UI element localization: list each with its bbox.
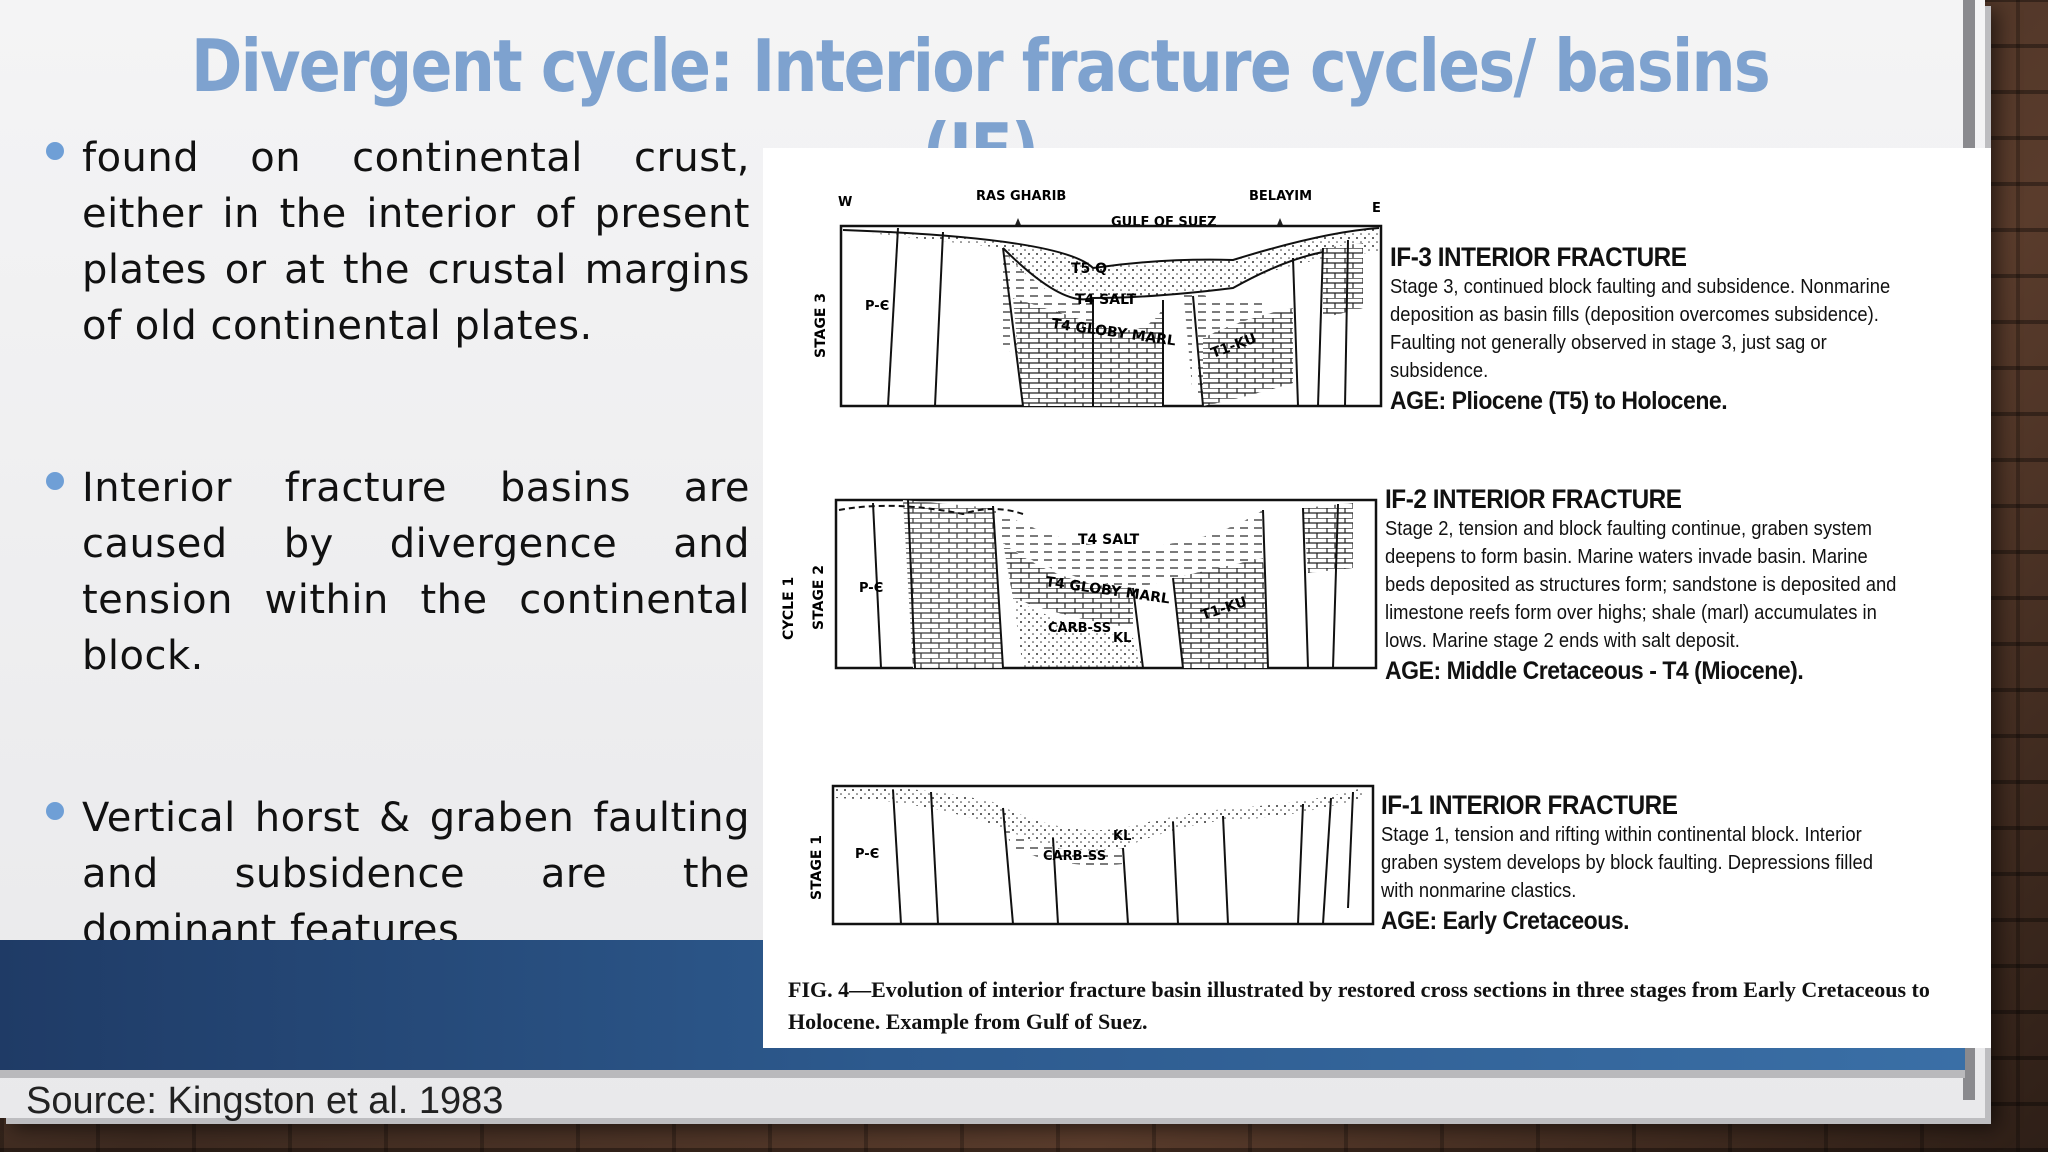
east-label: E [1372, 201, 1381, 216]
stage3-age: AGE: Pliocene (T5) to Holocene. [1390, 387, 1728, 415]
bullet-item: Vertical horst & graben faulting and sub… [40, 790, 750, 958]
t4salt-label: T4 SALT [1078, 532, 1140, 548]
stage1-description: IF-1 INTERIOR FRACTURE Stage 1, tension … [1381, 790, 1941, 936]
ras-gharib-label: RAS GHARIB [976, 189, 1066, 204]
stage1-heading: IF-1 INTERIOR FRACTURE [1381, 790, 1678, 820]
stage2-age: AGE: Middle Cretaceous - T4 (Miocene). [1385, 657, 1804, 685]
footer-band-shadow [0, 1070, 1965, 1078]
cross-section-figure: W RAS GHARIB GULF OF SUEZ BELAYIM E [763, 148, 1991, 1048]
stage3-body: Stage 3, continued block faulting and su… [1390, 276, 1891, 382]
pc-label: P-Є [859, 581, 883, 596]
stage2-section: P-Є T4 SALT T4 GLOBY MARL CARB-SS KL T1-… [781, 498, 1378, 670]
carbss-label: CARB-SS [1043, 849, 1106, 864]
t5q-label: T5 Q [1071, 261, 1107, 277]
bullet-list: found on continental crust, either in th… [40, 130, 750, 1064]
carbss-label: CARB-SS [1048, 621, 1111, 636]
cross-section-diagram: W RAS GHARIB GULF OF SUEZ BELAYIM E [781, 189, 1383, 926]
bullet-text: Vertical horst & graben faulting and sub… [82, 795, 750, 953]
stage2-heading: IF-2 INTERIOR FRACTURE [1385, 484, 1682, 514]
stage1-age: AGE: Early Cretaceous. [1381, 907, 1630, 935]
stage3-label: STAGE 3 [813, 293, 829, 358]
west-label: W [838, 195, 852, 210]
pc-label: P-Є [855, 847, 879, 862]
cycle1-label: CYCLE 1 [781, 577, 797, 640]
stage1-body: Stage 1, tension and rifting within cont… [1381, 824, 1873, 902]
bullet-dot-icon [46, 472, 64, 490]
belayim-label: BELAYIM [1249, 189, 1312, 204]
bullet-text: found on continental crust, either in th… [82, 135, 750, 349]
source-citation: Source: Kingston et al. 1983 [26, 1080, 504, 1122]
bullet-dot-icon [46, 142, 64, 160]
bullet-item: found on continental crust, either in th… [40, 130, 750, 354]
kl-label: KL [1113, 829, 1131, 844]
stage3-section: W RAS GHARIB GULF OF SUEZ BELAYIM E [813, 189, 1383, 408]
stage1-section: P-Є CARB-SS KL STAGE 1 [809, 784, 1375, 926]
bullet-text: Interior fracture basins are caused by d… [82, 465, 750, 679]
slide: Divergent cycle: Interior fracture cycle… [0, 0, 1991, 1122]
stage3-description: IF-3 INTERIOR FRACTURE Stage 3, continue… [1390, 242, 1950, 416]
pc-label: P-Є [865, 299, 889, 314]
bullet-dot-icon [46, 802, 64, 820]
stage2-description: IF-2 INTERIOR FRACTURE Stage 2, tension … [1385, 484, 1945, 686]
bullet-item: Interior fracture basins are caused by d… [40, 460, 750, 684]
stage3-heading: IF-3 INTERIOR FRACTURE [1390, 242, 1687, 272]
t4salt-label: T4 SALT [1075, 292, 1137, 308]
stage2-body: Stage 2, tension and block faulting cont… [1385, 518, 1897, 652]
stage1-label: STAGE 1 [809, 835, 825, 900]
stage2-label: STAGE 2 [811, 565, 827, 630]
kl-label: KL [1113, 631, 1131, 646]
figure-caption: FIG. 4—Evolution of interior fracture ba… [788, 977, 1930, 1034]
